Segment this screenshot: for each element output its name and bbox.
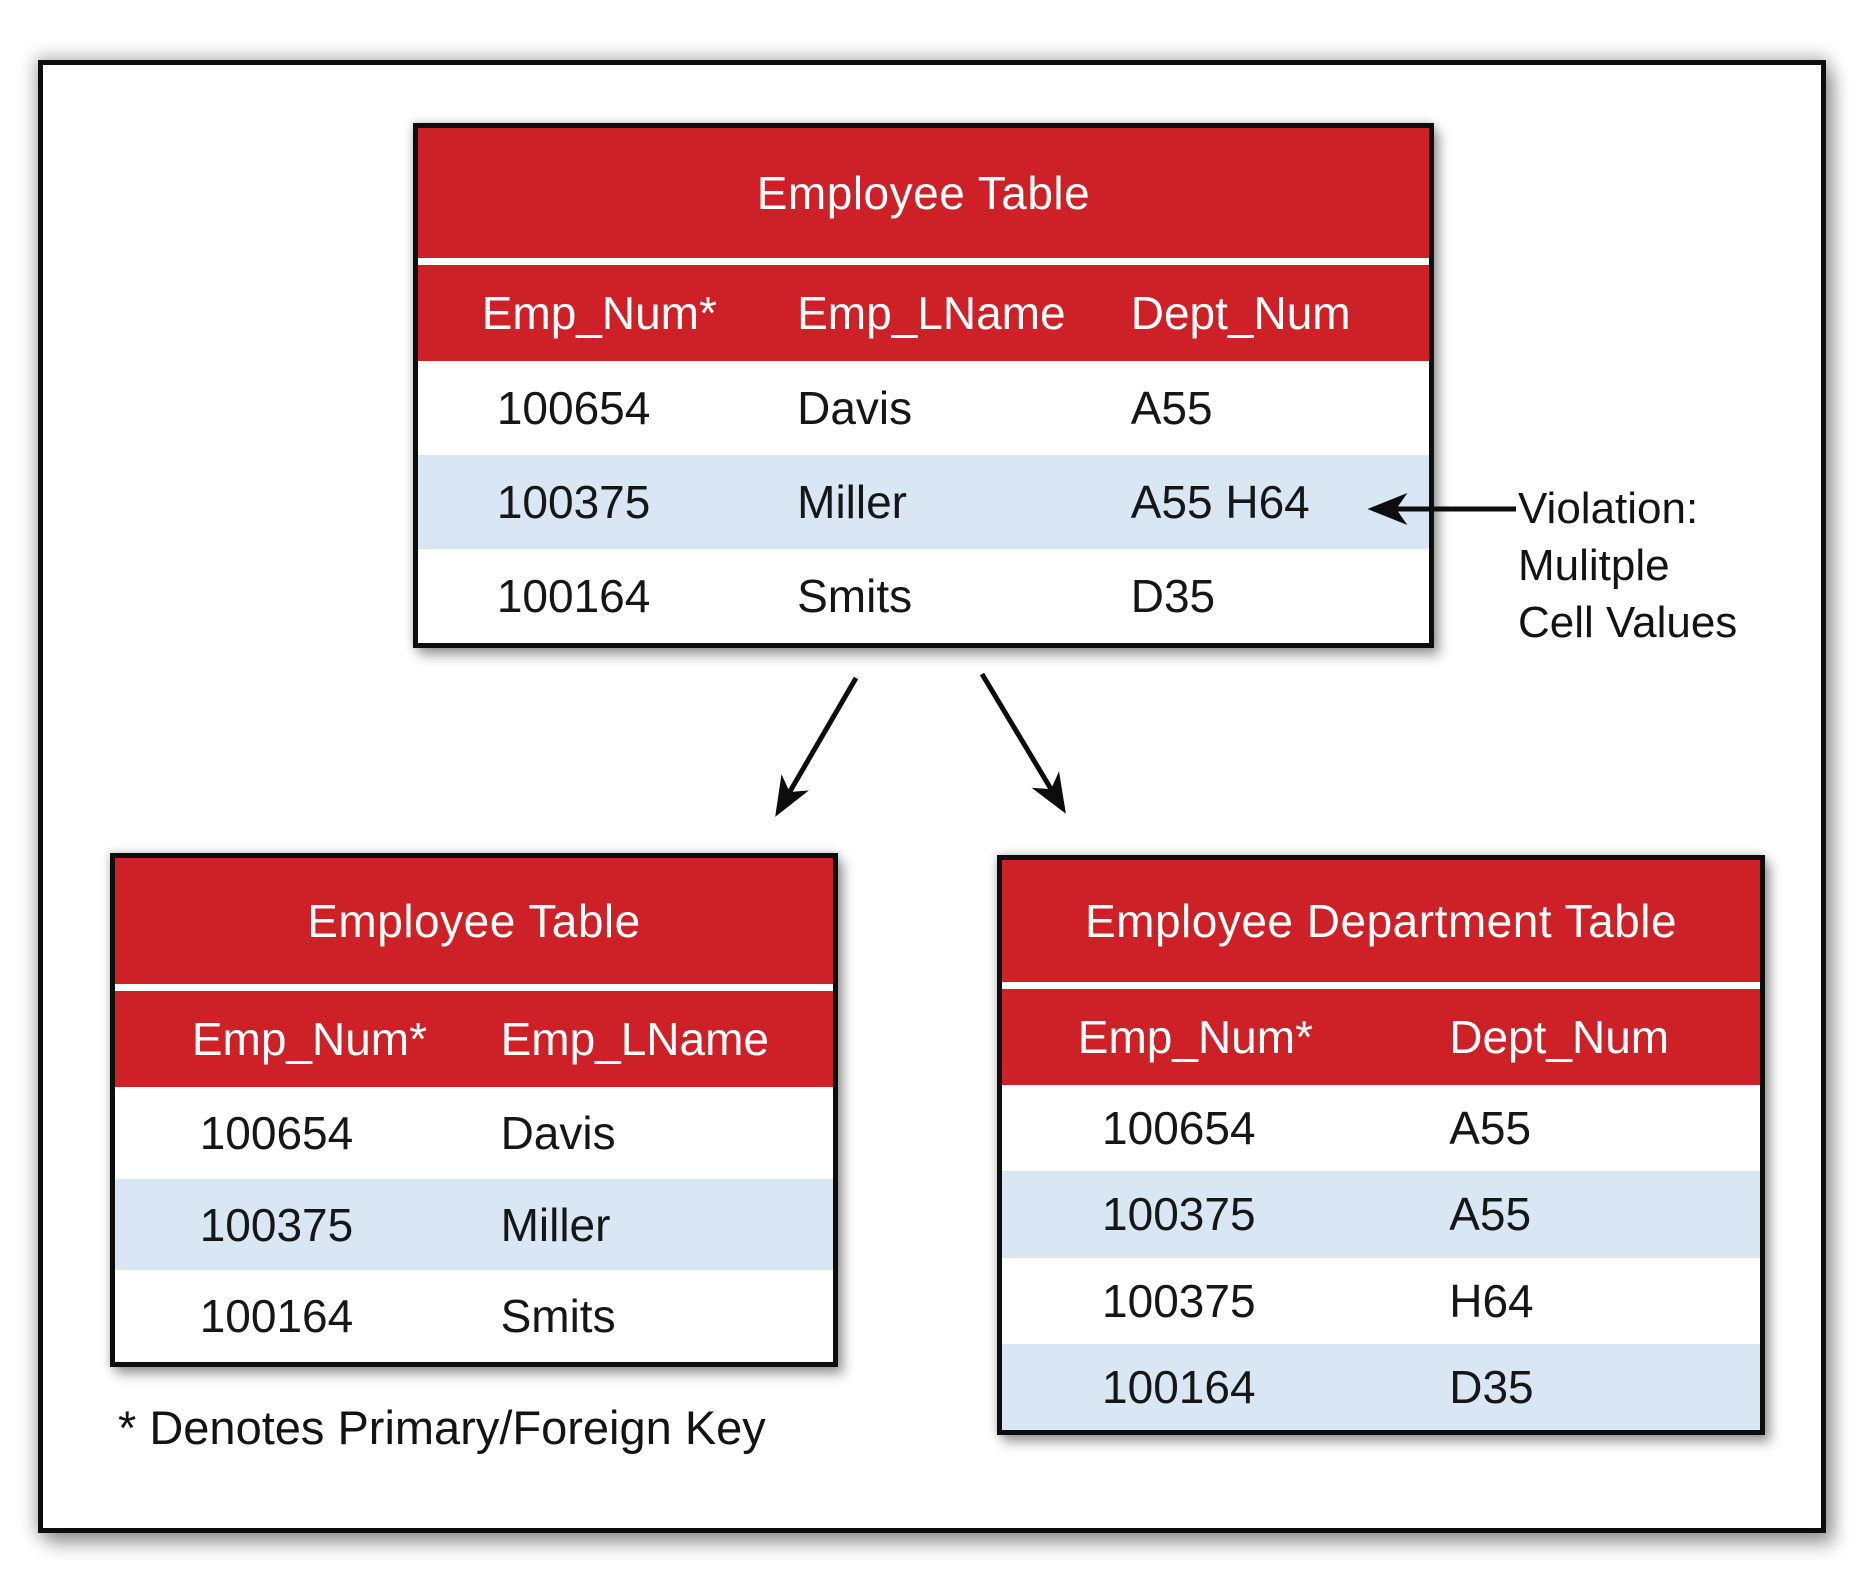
table-cell: 100654 (199, 1106, 354, 1159)
table-cell: 100375 (1102, 1188, 1256, 1241)
column-header: Dept_Num (1449, 1011, 1670, 1063)
table-row: 100654 A55 (1002, 1085, 1760, 1171)
table-row: 100164 D35 (1002, 1343, 1760, 1430)
table-employee-department: Employee Department Table Emp_Num* Dept_… (997, 855, 1765, 1435)
table-cell: 100164 (1102, 1360, 1256, 1413)
table-employee-normalized: Employee Table Emp_Num* Emp_LName 100654… (110, 853, 838, 1367)
table-cell: Davis (797, 382, 913, 434)
table-cell: 100164 (496, 570, 651, 622)
table-cell: A55 (1449, 1188, 1532, 1241)
table-row: 100375 Miller (115, 1178, 833, 1271)
column-header-row: Emp_Num* Emp_LName Dept_Num (418, 265, 1429, 361)
table-cell: Smits (500, 1290, 616, 1343)
column-header-row: Emp_Num* Dept_Num (1002, 989, 1760, 1085)
violation-note-line: Violation: (1518, 484, 1699, 533)
column-header: Emp_LName (500, 1013, 770, 1065)
table-title: Employee Table (115, 858, 833, 984)
table-title: Employee Table (418, 128, 1429, 258)
column-header-row: Emp_Num* Emp_LName (115, 991, 833, 1087)
table-employee-original: Employee Table Emp_Num* Emp_LName Dept_N… (413, 123, 1434, 648)
table-row: 100164 Smits (115, 1270, 833, 1362)
column-header: Dept_Num (1130, 287, 1351, 339)
violation-note: Violation: Mulitple Cell Values (1518, 480, 1737, 651)
table-cell: Miller (500, 1198, 611, 1251)
table-cell-multivalue: A55 H64 (1130, 476, 1310, 528)
table-cell: 100654 (1102, 1102, 1256, 1155)
column-header: Emp_LName (797, 287, 1066, 339)
table-row: 100654 Davis A55 (418, 361, 1429, 455)
title-separator (115, 984, 833, 991)
violation-note-line: Cell Values (1518, 598, 1738, 647)
column-header: Emp_Num* (481, 287, 717, 339)
column-header: Emp_Num* (191, 1013, 428, 1065)
table-cell: A55 (1130, 382, 1213, 434)
table-cell: H64 (1449, 1274, 1534, 1327)
primary-key-footnote: * Denotes Primary/Foreign Key (118, 1401, 766, 1454)
table-row: 100375 A55 (1002, 1171, 1760, 1258)
table-row: 100164 Smits D35 (418, 549, 1429, 643)
table-cell: 100164 (199, 1290, 354, 1343)
table-cell: 100375 (1102, 1274, 1256, 1327)
table-row-violation: 100375 Miller A55 H64 (418, 455, 1429, 549)
violation-note-line: Mulitple (1518, 541, 1670, 590)
table-cell: D35 (1449, 1360, 1534, 1413)
table-cell: A55 (1449, 1102, 1532, 1155)
table-cell: Smits (797, 570, 913, 622)
table-row: 100654 Davis (115, 1087, 833, 1179)
table-cell: D35 (1130, 570, 1216, 622)
table-cell: Davis (500, 1106, 616, 1159)
table-title: Employee Department Table (1002, 860, 1760, 982)
column-header: Emp_Num* (1077, 1011, 1313, 1063)
table-cell: 100375 (496, 476, 651, 528)
table-cell: 100654 (496, 382, 651, 434)
table-row: 100375 H64 (1002, 1258, 1760, 1344)
table-cell: Miller (797, 476, 908, 528)
title-separator (1002, 982, 1760, 989)
title-separator (418, 258, 1429, 265)
table-cell: 100375 (199, 1198, 354, 1251)
